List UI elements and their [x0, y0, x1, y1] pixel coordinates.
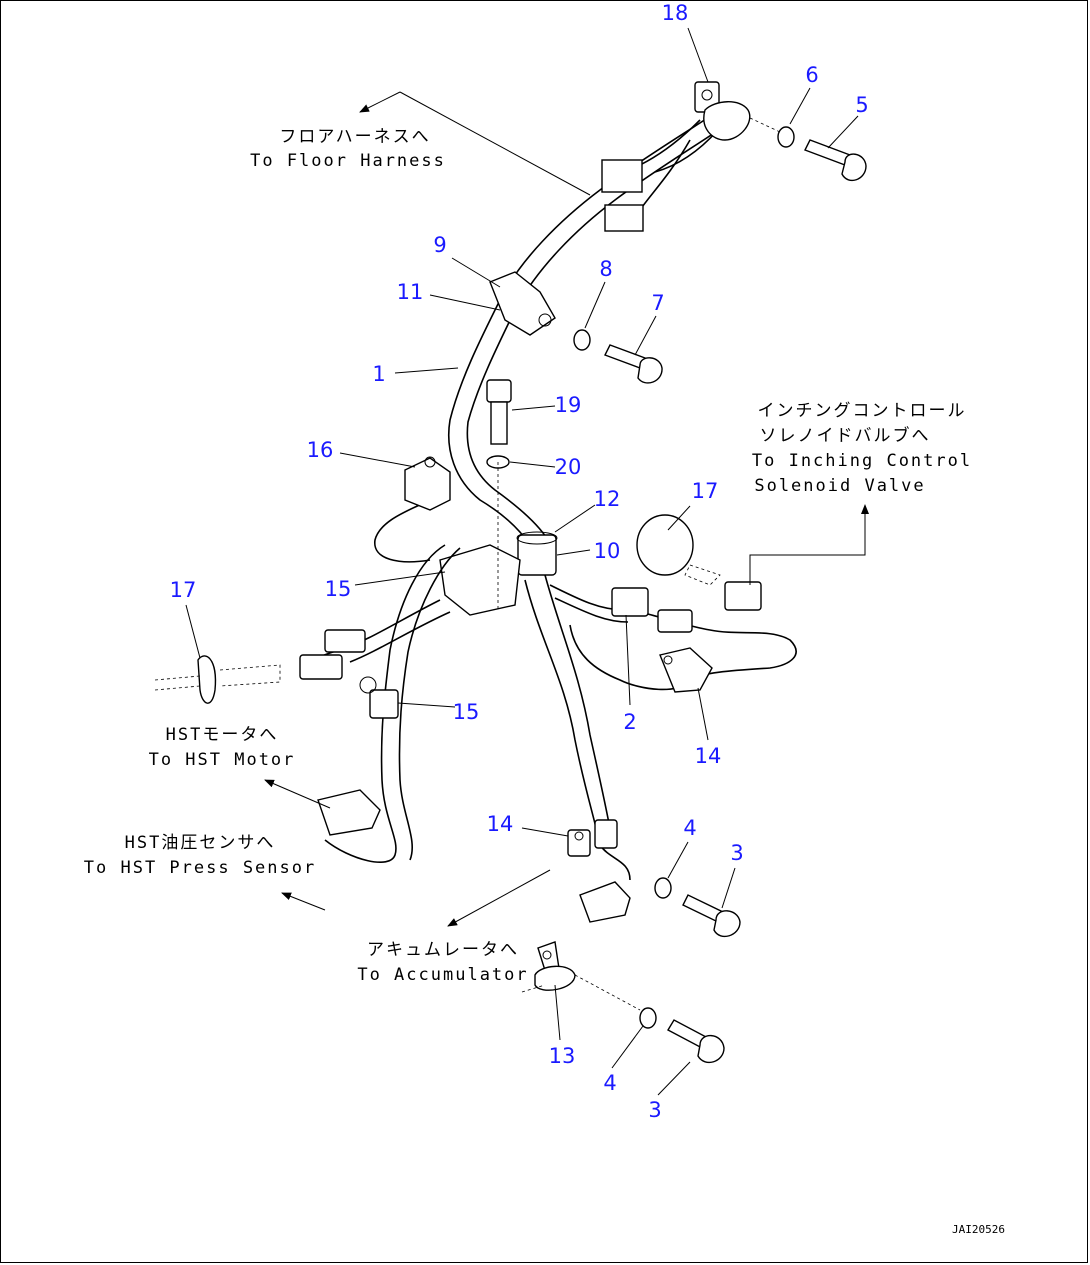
label-hst-motor-en: To HST Motor [149, 750, 296, 770]
connector-b [604, 204, 644, 232]
callout-7: 7 [651, 291, 664, 315]
washer-4-upper [654, 877, 672, 899]
callout-12: 12 [594, 487, 621, 511]
callout-18: 18 [662, 1, 689, 25]
callout-20: 20 [555, 455, 582, 479]
bolt-5 [804, 139, 867, 182]
callout-15-upper: 15 [325, 577, 352, 601]
label-accumulator-jp: アキュムレータへ [367, 940, 519, 960]
bolt-19 [486, 379, 512, 445]
label-inching-en-1: To Inching Control [752, 451, 972, 471]
floor-harness-connector [601, 159, 643, 193]
inching-branch [549, 581, 797, 693]
callout-2: 2 [623, 710, 636, 734]
connector-hst-motor [299, 654, 343, 680]
clamp-14-upper [659, 647, 713, 693]
center-clamp [439, 462, 558, 616]
label-accumulator-en: To Accumulator [357, 965, 528, 985]
bolt-3-upper [682, 894, 741, 938]
clamp-9 [489, 271, 556, 336]
callout-14-upper: 14 [695, 744, 722, 768]
connector-accumulator [579, 881, 631, 923]
callout-6: 6 [805, 63, 818, 87]
callout-16: 16 [307, 438, 334, 462]
tie-17-right [636, 514, 694, 576]
bolt-7 [604, 344, 663, 384]
washer-8 [573, 329, 591, 351]
label-inching-jp-2: ソレノイドバルブへ [760, 425, 931, 446]
callout-3-lower: 3 [648, 1098, 661, 1122]
callout-3-upper: 3 [730, 841, 743, 865]
accumulator-branch [524, 574, 631, 923]
callout-17-left: 17 [170, 578, 197, 602]
label-hst-motor-jp: HSTモータへ [166, 725, 279, 745]
connector-inching [724, 581, 762, 611]
arrow-floor-harness [359, 91, 401, 113]
callout-11: 11 [397, 280, 424, 304]
destination-labels: フロアハーネスへ To Floor Harness インチングコントロール ソレ… [84, 127, 972, 985]
callout-17-right: 17 [692, 479, 719, 503]
callout-8: 8 [599, 257, 612, 281]
hst-motor-branch [299, 456, 461, 863]
grommet-top [703, 101, 751, 141]
connector-hst-press [317, 789, 381, 836]
washer-6 [777, 126, 795, 148]
arrow-hst-press [281, 892, 326, 911]
label-inching-en-2: Solenoid Valve [754, 476, 925, 496]
callout-numbers: 18 6 5 8 7 9 11 1 19 20 16 12 10 17 15 1… [170, 1, 869, 1122]
callout-leaders [185, 27, 859, 1096]
callout-4-upper: 4 [683, 816, 696, 840]
clip-13 [521, 941, 641, 1011]
callout-1: 1 [372, 362, 385, 386]
callout-9: 9 [433, 233, 446, 257]
connector-left-a [324, 629, 366, 653]
callout-19: 19 [555, 393, 582, 417]
leader-floor-harness [399, 91, 591, 196]
drawing-code: JAI20526 [952, 1223, 1005, 1236]
connector-2 [611, 587, 649, 617]
label-inching-jp-1: インチングコントロール [758, 401, 967, 421]
washer-4-lower [639, 1007, 657, 1029]
callout-13: 13 [549, 1044, 576, 1068]
connector-mid [657, 609, 693, 633]
callout-14-lower: 14 [487, 812, 514, 836]
clamp-15 [369, 689, 399, 719]
clamp-16 [404, 457, 451, 511]
label-floor-harness-en: To Floor Harness [250, 151, 446, 171]
clamp-14-lower [567, 829, 591, 857]
main-harness-trunk [448, 114, 727, 546]
arrow-accumulator [447, 869, 551, 927]
label-hst-press-jp: HST油圧センサへ [125, 833, 276, 853]
callout-10: 10 [594, 539, 621, 563]
arrow-inching [749, 504, 869, 585]
callout-5: 5 [855, 93, 868, 117]
top-branch [601, 81, 751, 232]
arrow-hst-motor [264, 779, 331, 809]
callout-4-lower: 4 [603, 1071, 616, 1095]
tie-17-left [197, 655, 217, 704]
callout-15-lower: 15 [453, 700, 480, 724]
label-hst-press-en: To HST Press Sensor [84, 858, 316, 878]
bolt-3-lower [667, 1019, 725, 1064]
label-floor-harness-jp: フロアハーネスへ [279, 127, 430, 147]
